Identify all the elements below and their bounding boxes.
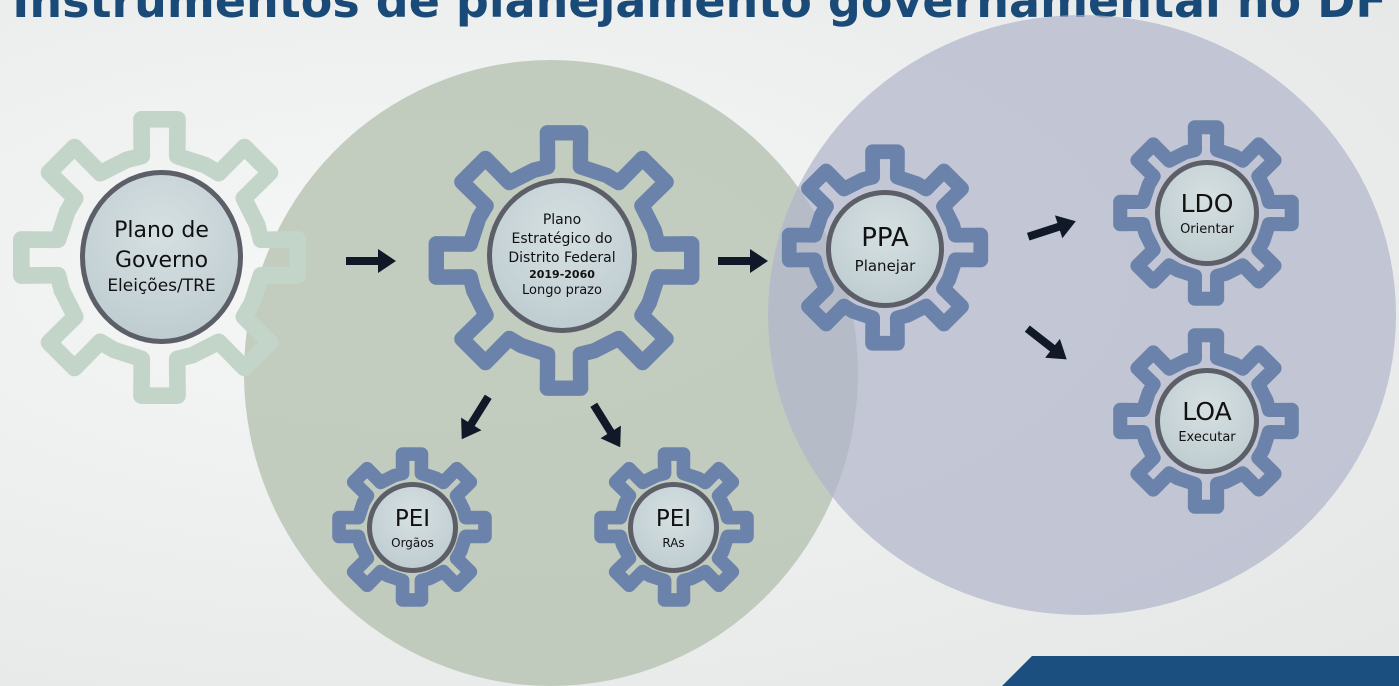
ldo-title: LDO bbox=[1180, 189, 1234, 219]
loa-sub: Executar bbox=[1178, 430, 1236, 446]
arrow-icon bbox=[718, 249, 768, 273]
gear-icon bbox=[1113, 328, 1299, 514]
arrow-icon bbox=[1026, 215, 1076, 241]
plano-estrategico-line1: Plano bbox=[542, 211, 582, 228]
gear-icon bbox=[594, 447, 754, 607]
corner-band bbox=[1002, 656, 1399, 686]
loa-title: LOA bbox=[1182, 397, 1232, 427]
node-pei-orgaos: PEI Orgãos bbox=[367, 482, 458, 573]
arrow-icon bbox=[461, 394, 492, 440]
arrow-icon bbox=[346, 249, 396, 273]
plano-governo-line3: Eleições/TRE bbox=[107, 276, 216, 297]
ppa-sub: Planejar bbox=[854, 257, 916, 276]
plano-governo-line1: Plano de bbox=[114, 217, 209, 243]
node-ppa: PPA Planejar bbox=[826, 190, 944, 308]
pei-orgaos-sub: Orgãos bbox=[391, 535, 434, 550]
node-plano-estrategico: Plano Estratégico do Distrito Federal 20… bbox=[487, 178, 637, 333]
arrow-icon bbox=[590, 402, 621, 448]
pei-ras-sub: RAs bbox=[662, 535, 685, 550]
plano-estrategico-line2: Estratégico do bbox=[511, 230, 613, 247]
plano-estrategico-line4: 2019-2060 bbox=[529, 267, 595, 281]
plano-governo-line2: Governo bbox=[114, 247, 209, 273]
node-loa: LOA Executar bbox=[1155, 368, 1259, 474]
arrow-icon bbox=[1024, 325, 1067, 360]
ldo-sub: Orientar bbox=[1180, 222, 1234, 238]
gear-icon bbox=[332, 447, 492, 607]
plano-estrategico-line5: Longo prazo bbox=[522, 283, 602, 299]
node-plano-governo: Plano de Governo Eleições/TRE bbox=[80, 170, 243, 344]
gear-icon bbox=[12, 110, 307, 405]
gear-icon bbox=[1113, 120, 1299, 306]
pei-ras-title: PEI bbox=[655, 505, 692, 532]
node-pei-ras: PEI RAs bbox=[628, 482, 719, 573]
pei-orgaos-title: PEI bbox=[394, 505, 431, 532]
plano-estrategico-line3: Distrito Federal bbox=[508, 249, 616, 266]
gear-icon bbox=[781, 144, 989, 351]
ppa-title: PPA bbox=[861, 223, 909, 254]
gear-icon bbox=[428, 125, 700, 396]
node-ldo: LDO Orientar bbox=[1155, 160, 1259, 266]
page-title: Instrumentos de planejamento governament… bbox=[12, 0, 1387, 28]
